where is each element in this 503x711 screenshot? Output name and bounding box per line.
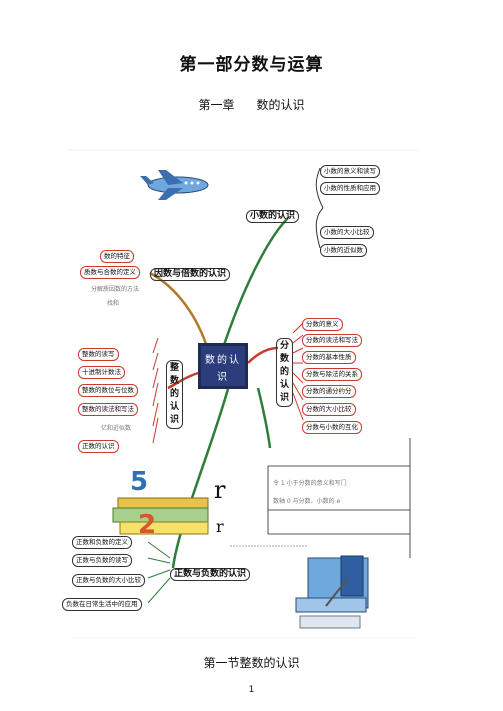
branch-integer-title: 整数的认识: [166, 360, 183, 429]
books-icon: [295, 555, 369, 629]
negative-item: 负数在日常生活中的应用: [62, 598, 142, 611]
integer-item: 正数的认识: [78, 440, 119, 453]
factor-item: 质数与合数的定义: [80, 266, 140, 279]
fraction-item: 分数的通分约分: [302, 385, 356, 398]
svg-text:r: r: [216, 517, 224, 536]
fraction-item: 分数的读法和写法: [302, 334, 362, 347]
integer-item: 整数的数位与位数: [78, 384, 138, 397]
chapter-title: 数的认识: [256, 98, 305, 112]
negative-item: 正数和负数的定义: [72, 536, 132, 549]
chapter-heading: 第一章 数的认识: [0, 96, 503, 113]
fraction-item: 分数的基本性质: [302, 351, 356, 364]
decimal-item: 小数的近似数: [320, 244, 367, 257]
branch-decimal-title: 小数的认识: [246, 210, 300, 223]
decimal-item: 小数的性质和应用: [320, 182, 380, 195]
svg-text:2: 2: [138, 510, 156, 540]
factor-item: 分解质因数的方法: [91, 286, 140, 293]
integer-item: 整数的读写: [78, 348, 119, 361]
mind-map-image: 5 2 r r 令 1 小于分数的意义和写门 数轴 0 与分数、小数的 e 数的…: [58, 138, 418, 638]
chapter-label: 第一章: [198, 98, 235, 112]
branch-negative-title: 正数与负数的认识: [170, 568, 251, 581]
mind-map-center: 数的认识: [198, 343, 248, 389]
page-number: 1: [248, 685, 255, 695]
fraction-item: 分数的意义: [302, 318, 343, 331]
inset-table-lines: r r: [214, 438, 411, 558]
inset-row-1: 令 1 小于分数的意义和写门: [273, 480, 347, 487]
decimal-item: 小数的大小比较: [320, 226, 374, 239]
integer-item: 整数的读法和写法: [78, 403, 138, 416]
fraction-item: 分数的大小比较: [302, 403, 356, 416]
airplane-icon: [140, 170, 209, 200]
integer-item: 十进制计数法: [78, 366, 125, 379]
fraction-item: 分数与小数的互化: [302, 421, 362, 434]
fraction-item: 分数与除法的关系: [302, 368, 362, 381]
negative-item: 正数与负数的读写: [72, 554, 132, 567]
branch-factor-title: 因数与倍数的认识: [150, 268, 231, 281]
mind-map-connectors: 5 2: [68, 149, 418, 638]
integer-item: 亿和近似数: [101, 425, 132, 432]
decimal-item: 小数的意义和读写: [320, 165, 380, 178]
factor-item: 找和: [107, 300, 120, 307]
branch-fraction-title: 分数的认识: [276, 338, 293, 407]
page-title: 第一部分数与运算: [179, 55, 324, 75]
svg-text:r: r: [214, 476, 226, 504]
negative-item: 正数与负数的大小比较: [72, 574, 145, 587]
inset-row-2: 数轴 0 与分数、小数的 e: [273, 498, 341, 505]
number-blocks-icon: 5 2: [112, 467, 209, 540]
section-heading: 第一节整数的认识: [203, 656, 300, 670]
factor-item: 数的特征: [100, 250, 134, 263]
svg-text:5: 5: [130, 467, 148, 497]
